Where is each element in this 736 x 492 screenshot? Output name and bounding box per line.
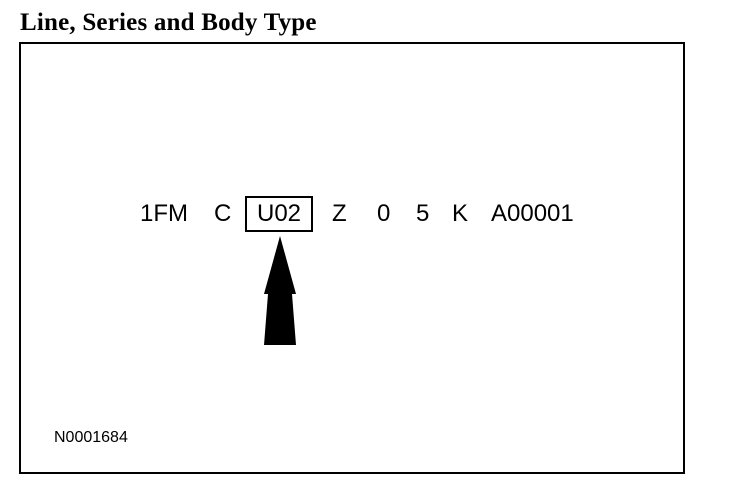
vin-serial: A00001 [491,200,574,227]
vin-model-year: 5 [416,200,430,227]
vin-restraint: C [214,200,232,227]
vin-wmi: 1FM [140,200,188,227]
diagram-frame [19,42,685,474]
vin-line-series-body-highlighted: U02 [245,196,313,232]
figure-id: N0001684 [54,429,128,446]
diagram-title: Line, Series and Body Type [20,9,317,36]
vin-check-digit: 0 [377,200,391,227]
vin-engine: Z [332,200,347,227]
vin-plant: K [452,200,469,227]
